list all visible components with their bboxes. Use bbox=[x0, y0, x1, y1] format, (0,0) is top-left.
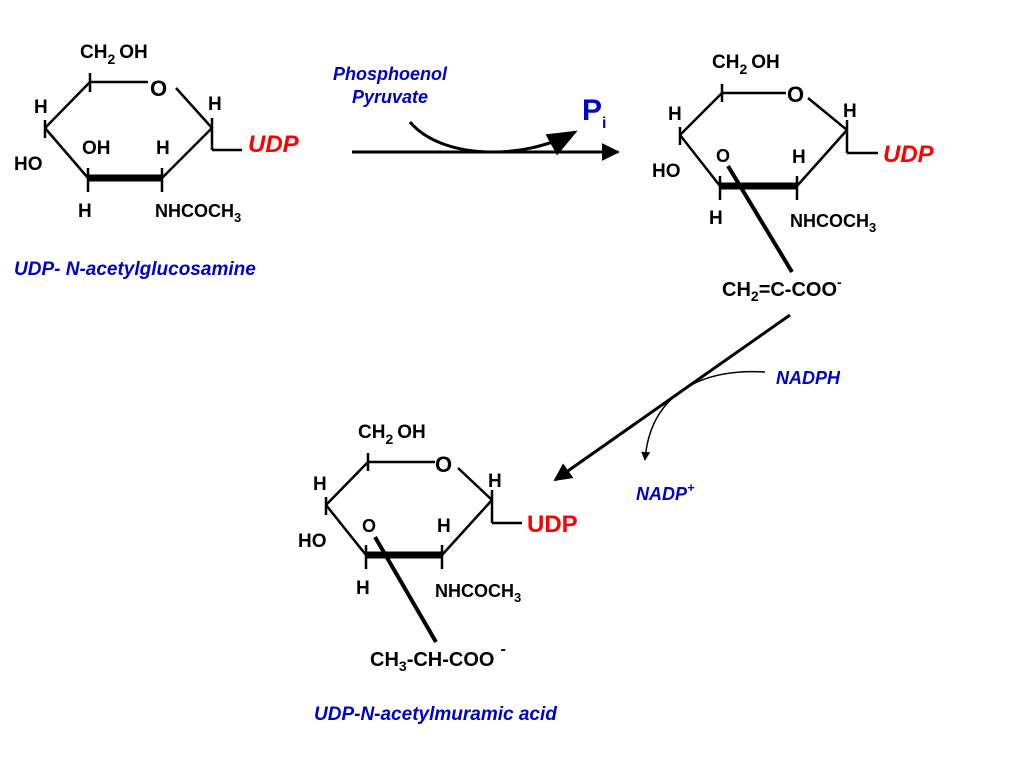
oh-c3: OH bbox=[82, 138, 111, 159]
ch2oh-text: CH bbox=[358, 422, 385, 443]
step2-reaction: NADPH NADP+ bbox=[553, 313, 841, 504]
h-c3: H bbox=[356, 578, 370, 599]
side-chain-charge: - bbox=[500, 641, 505, 658]
svg-text:NHCOCH3: NHCOCH3 bbox=[790, 211, 876, 235]
h-c2: H bbox=[156, 138, 170, 159]
ch2oh-text: CH bbox=[80, 42, 107, 63]
svg-text:CH2=C-COO-: CH2=C-COO- bbox=[722, 274, 842, 304]
nhcoch-text: NHCOCH bbox=[435, 581, 514, 601]
reagent-pep-line2: Pyruvate bbox=[352, 87, 428, 107]
reagent-pep-line1: Phosphoenol bbox=[333, 64, 448, 84]
svg-text:CH3-CH-COO-: CH3-CH-COO- bbox=[370, 641, 506, 674]
h-c3: H bbox=[709, 208, 723, 229]
product-nadp: NADP bbox=[636, 484, 688, 504]
svg-text:NHCOCH3: NHCOCH3 bbox=[435, 581, 521, 605]
nhcoch-subscript: 3 bbox=[514, 590, 521, 605]
ring-oxygen: O bbox=[787, 82, 804, 107]
h-c2: H bbox=[437, 516, 451, 537]
nhcoch-subscript: 3 bbox=[234, 210, 241, 225]
h-c4: H bbox=[313, 474, 327, 495]
ring-oxygen: O bbox=[435, 452, 452, 477]
h-c4: H bbox=[34, 97, 48, 118]
h-c4: H bbox=[668, 104, 682, 125]
ring-oxygen: O bbox=[150, 76, 167, 101]
ring-bonds bbox=[43, 73, 242, 192]
side-chain-subscript: 2 bbox=[751, 288, 759, 304]
ch2oh-subscript: 2 bbox=[739, 61, 747, 77]
side-arrow-1 bbox=[408, 121, 578, 156]
svg-text:NADP+: NADP+ bbox=[636, 480, 695, 504]
nhcoch-text: NHCOCH bbox=[155, 201, 234, 221]
side-chain-charge: - bbox=[837, 274, 842, 290]
side-arrow-2 bbox=[641, 370, 766, 461]
ho-label: HO bbox=[14, 154, 43, 175]
h-c1: H bbox=[208, 94, 222, 115]
ch2oh-oh: OH bbox=[751, 52, 780, 73]
side-chain-rest: =C-COO bbox=[759, 279, 837, 301]
o-c3: O bbox=[362, 516, 376, 536]
ho-label: HO bbox=[652, 161, 681, 182]
ch2oh-oh: OH bbox=[397, 422, 426, 443]
h-c3: H bbox=[78, 201, 92, 222]
h-c1: H bbox=[843, 101, 857, 122]
nhcoch-text: NHCOCH bbox=[790, 211, 869, 231]
ch2oh-subscript: 2 bbox=[107, 51, 115, 67]
molecule1-name: UDP- N-acetylglucosamine bbox=[14, 259, 256, 280]
ring-bonds bbox=[324, 453, 522, 644]
ch2oh-oh: OH bbox=[119, 42, 148, 63]
svg-text:Pi: Pi bbox=[582, 94, 606, 132]
ch2oh-subscript: 2 bbox=[385, 431, 393, 447]
h-c1: H bbox=[488, 471, 502, 492]
ho-label: HO bbox=[298, 531, 327, 552]
ch2oh-text: CH bbox=[712, 52, 739, 73]
ring-bonds bbox=[678, 84, 878, 274]
svg-text:NHCOCH3: NHCOCH3 bbox=[155, 201, 241, 225]
reagent-nadph: NADPH bbox=[776, 368, 841, 388]
product-pi-subscript: i bbox=[602, 115, 606, 132]
molecule3-name: UDP-N-acetylmuramic acid bbox=[314, 704, 557, 725]
udp-label: UDP bbox=[248, 131, 300, 158]
udp-label: UDP bbox=[527, 511, 578, 538]
side-chain-subscript: 3 bbox=[399, 658, 407, 674]
nhcoch-subscript: 3 bbox=[869, 220, 876, 235]
side-chain-rest: -CH-COO bbox=[407, 649, 495, 671]
side-chain-ch: CH bbox=[370, 649, 399, 671]
side-chain-ch: CH bbox=[722, 279, 751, 301]
o-c3: O bbox=[716, 146, 730, 166]
udp-label: UDP bbox=[883, 141, 935, 168]
step1-reaction: Phosphoenol Pyruvate Pi bbox=[333, 64, 620, 161]
h-c2: H bbox=[792, 147, 806, 168]
product-nadp-charge: + bbox=[687, 480, 695, 495]
product-pi: P bbox=[582, 94, 602, 127]
